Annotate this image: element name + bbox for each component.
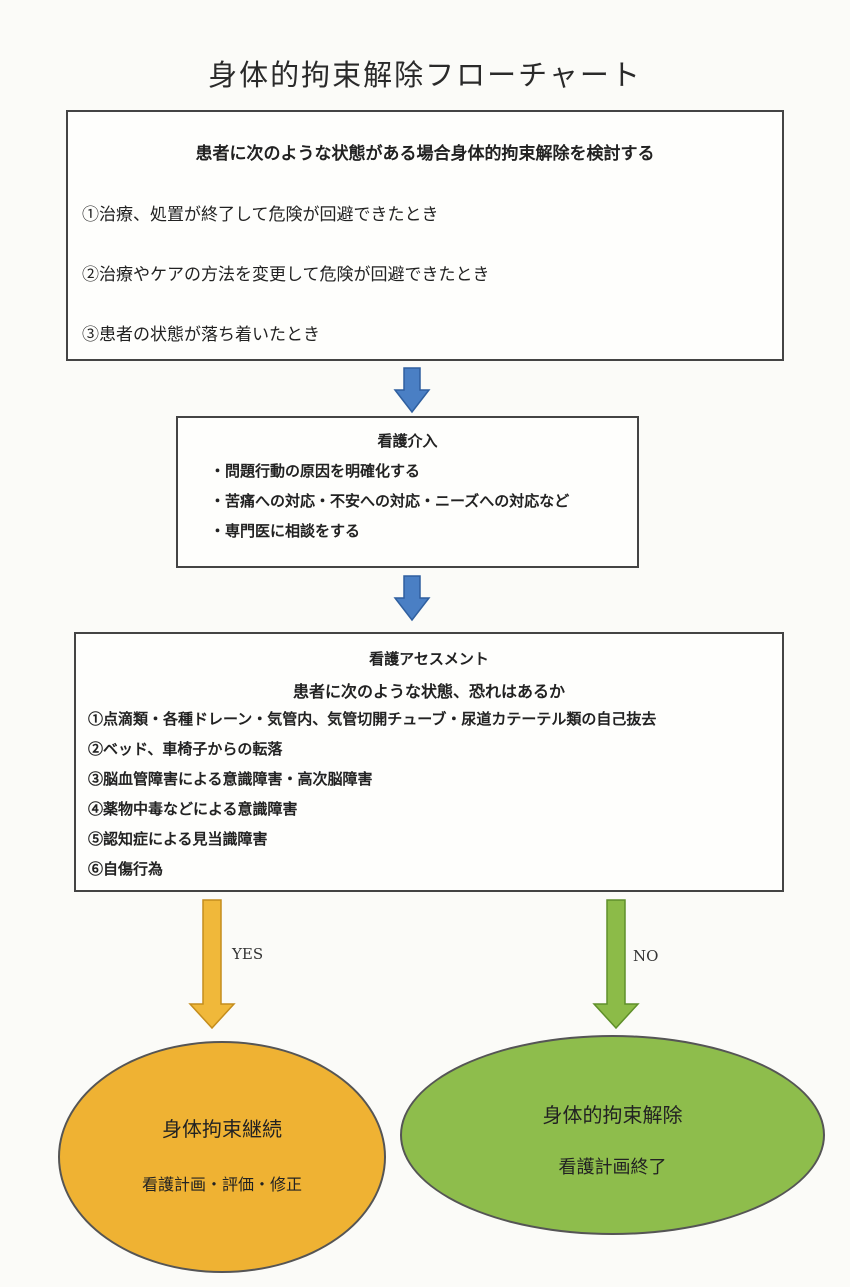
consider-release-heading: 患者に次のような状態がある場合身体的拘束解除を検討する	[195, 144, 655, 164]
intervention-item: ・苦痛への対応・不安への対応・ニーズへの対応など	[210, 492, 570, 510]
nursing-intervention-box: 看護介入 ・問題行動の原因を明確化する ・苦痛への対応・不安への対応・ニーズへの…	[176, 416, 639, 568]
down-arrow-yes-icon	[188, 899, 236, 1030]
nursing-assessment-question: 患者に次のような状態、恐れはあるか	[292, 682, 565, 701]
yes-label: YES	[232, 945, 264, 963]
assessment-item: ⑥自傷行為	[88, 860, 164, 878]
consider-release-box: 患者に次のような状態がある場合身体的拘束解除を検討する ①治療、処置が終了して危…	[66, 110, 784, 361]
page-title: 身体的拘束解除フローチャート	[208, 58, 642, 92]
release-condition-item: ①治療、処置が終了して危険が回避できたとき	[82, 205, 439, 225]
release-condition-item: ③患者の状態が落ち着いたとき	[82, 325, 320, 345]
down-arrow-no-icon	[592, 899, 640, 1030]
assessment-item: ③脳血管障害による意識障害・高次脳障害	[88, 770, 373, 788]
assessment-item: ①点滴類・各種ドレーン・気管内、気管切開チューブ・尿道カテーテル類の自己抜去	[88, 710, 657, 728]
assessment-item: ②ベッド、車椅子からの転落	[88, 740, 283, 758]
down-arrow-blue-icon	[393, 575, 431, 622]
intervention-item: ・問題行動の原因を明確化する	[210, 462, 421, 480]
outcome-release-detail: 看護計画終了	[558, 1157, 667, 1178]
intervention-item: ・専門医に相談をする	[210, 522, 361, 540]
outcome-continue-restraint: 身体拘束継続 看護計画・評価・修正	[58, 1041, 386, 1273]
nursing-assessment-box: 看護アセスメント 患者に次のような状態、恐れはあるか ①点滴類・各種ドレーン・気…	[74, 632, 784, 892]
no-label: NO	[633, 947, 659, 965]
nursing-assessment-heading: 看護アセスメント	[369, 650, 489, 668]
down-arrow-blue-icon	[393, 367, 431, 414]
outcome-continue-detail: 看護計画・評価・修正	[141, 1175, 302, 1194]
outcome-continue-title: 身体拘束継続	[162, 1117, 282, 1141]
assessment-item: ④薬物中毒などによる意識障害	[88, 800, 298, 818]
assessment-item: ⑤認知症による見当識障害	[88, 830, 268, 848]
nursing-intervention-heading: 看護介入	[377, 432, 438, 450]
release-condition-item: ②治療やケアの方法を変更して危険が回避できたとき	[82, 265, 490, 285]
outcome-release-title: 身体的拘束解除	[542, 1103, 683, 1127]
outcome-release-restraint: 身体的拘束解除 看護計画終了	[400, 1035, 825, 1235]
